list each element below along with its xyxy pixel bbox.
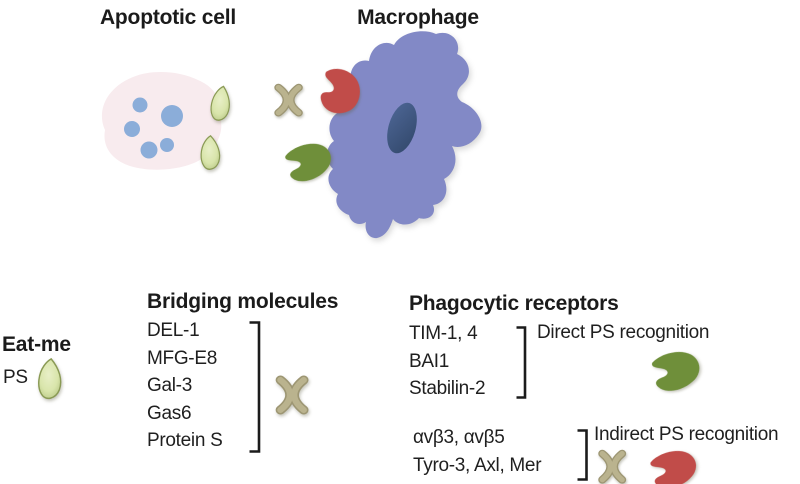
receptor-item: BAI1 (409, 350, 449, 372)
bridging-item: Protein S (147, 430, 223, 451)
bridging-item: Gal-3 (147, 375, 192, 396)
indirect-recognition-label: Indirect PS recognition (594, 424, 779, 445)
bridging-x-icon (602, 454, 622, 480)
direct-receptor-list: TIM-1, 4 BAI1 Stabilin-2 (409, 320, 486, 403)
bridging-heading: Bridging molecules (147, 290, 339, 313)
apoptotic-cell-title: Apoptotic cell (99, 6, 237, 29)
receptor-item: Stabilin-2 (409, 378, 486, 399)
eat-me-heading: Eat-me (2, 333, 71, 356)
apoptotic-nuclear-fragments (124, 97, 183, 159)
bridging-item: Gas6 (147, 402, 192, 424)
bridging-item: DEL-1 (147, 320, 200, 341)
green-receptor-icon (280, 136, 337, 187)
bracket (516, 326, 527, 399)
bridging-x-icon (278, 88, 298, 113)
ps-label: PS (3, 367, 28, 388)
macrophage-nucleus (387, 102, 417, 154)
bridging-x-icon (280, 380, 303, 410)
phagocytic-heading: Phagocytic receptors (409, 292, 619, 315)
bridging-item: MFG-E8 (147, 347, 217, 369)
receptor-item: αvβ3, αvβ5 (413, 427, 505, 448)
direct-recognition-label: Direct PS recognition (537, 322, 710, 343)
bracket (577, 429, 588, 481)
green-receptor-icon (647, 344, 705, 397)
receptor-item: TIM-1, 4 (409, 323, 478, 344)
bracket (249, 321, 261, 453)
red-receptor-icon (646, 443, 702, 484)
indirect-receptor-list: αvβ3, αvβ5 Tyro-3, Axl, Mer (413, 424, 542, 479)
macrophage-title: Macrophage (357, 6, 479, 29)
receptor-item: Tyro-3, Axl, Mer (413, 454, 542, 476)
apoptotic-cell-body (101, 71, 222, 170)
ps-leaf-icon (37, 358, 62, 400)
bridging-list: DEL-1 MFG-E8 Gal-3 Gas6 Protein S (147, 317, 223, 455)
